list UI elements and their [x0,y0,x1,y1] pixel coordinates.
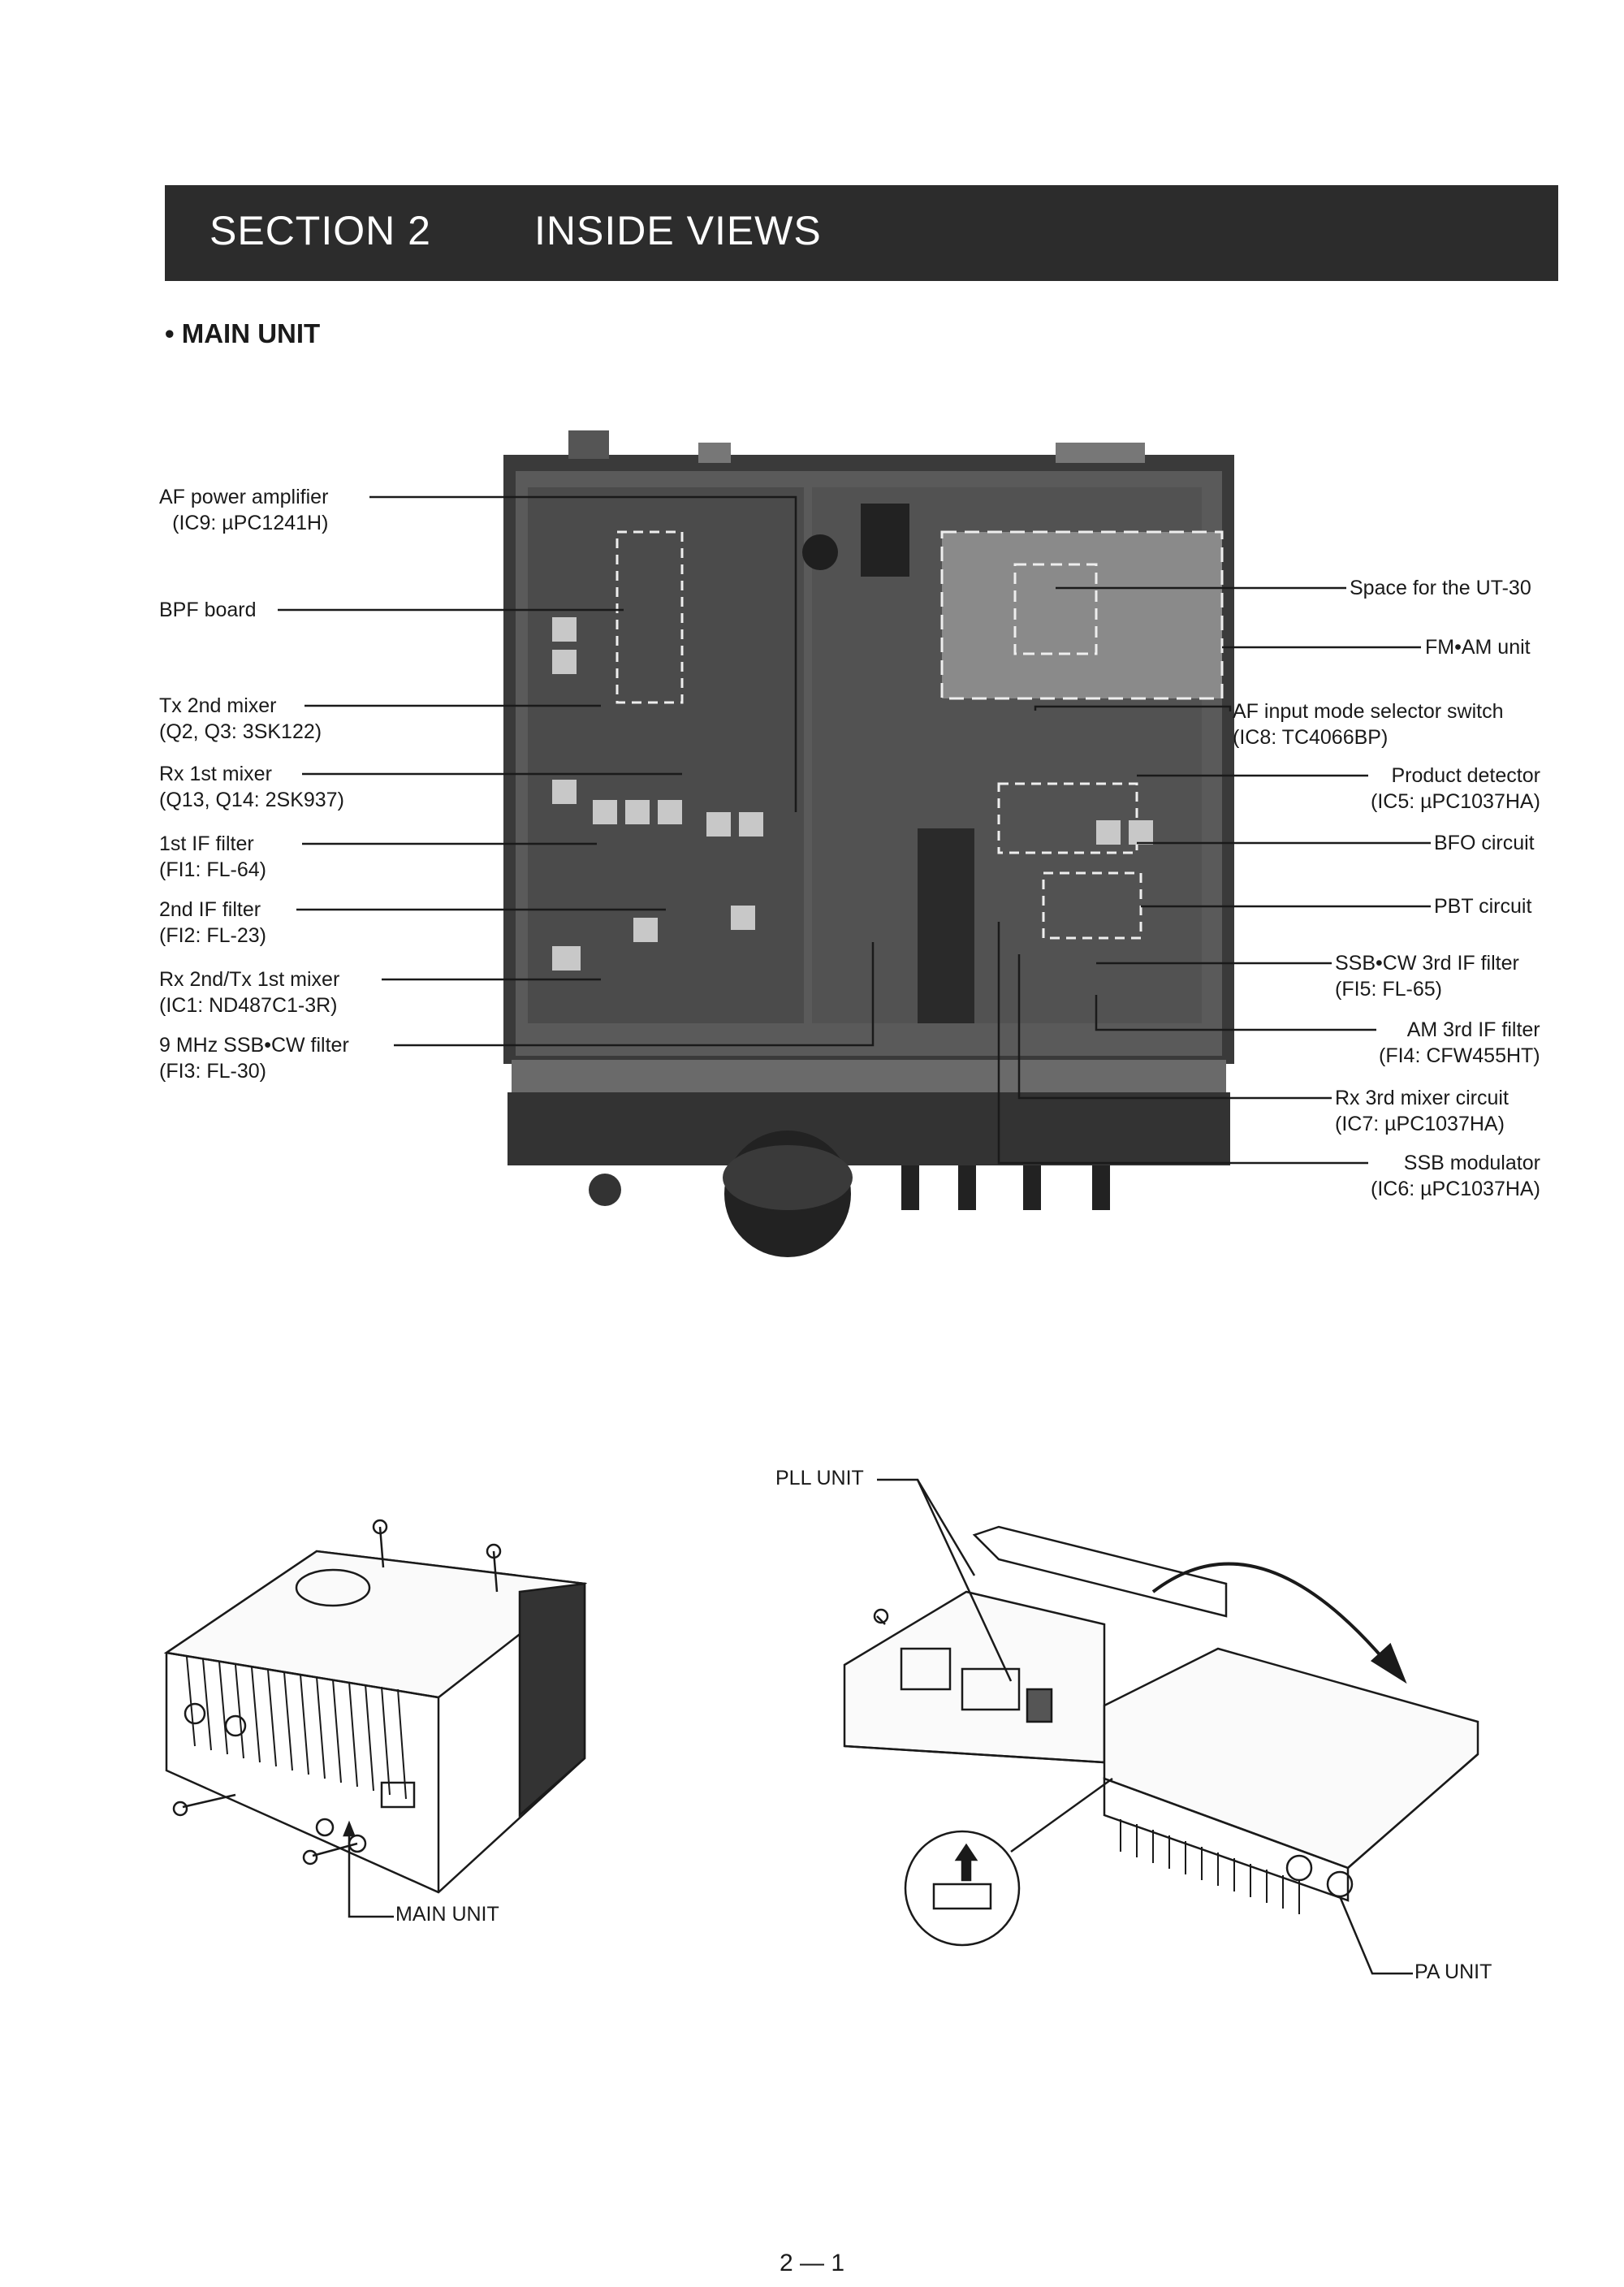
main-unit-heading: • MAIN UNIT [165,318,321,348]
label-af-input-mode-selector: AF input mode selector switch(IC8: TC406… [1233,700,1504,749]
page-number: 2 — 1 [779,2250,845,2276]
label-bpf-board: BPF board [159,599,257,621]
main-unit-callout: MAIN UNIT [395,1903,499,1926]
label-rx-2nd-tx-1st-mixer: Rx 2nd/Tx 1st mixer(IC1: ND487C1-3R) [159,968,340,1017]
main-unit-photo [503,430,1234,1257]
label-rx-1st-mixer: Rx 1st mixer(Q13, Q14: 2SK937) [159,763,344,811]
section-header-bar [165,185,1558,281]
label-pbt-circuit: PBT circuit [1434,895,1532,918]
section-number: SECTION 2 [209,208,431,253]
label-9mhz-ssb-cw-filter: 9 MHz SSB•CW filter(FI3: FL-30) [159,1034,349,1083]
section-title: INSIDE VIEWS [534,208,822,253]
label-product-detector: Product detector(IC5: µPC1037HA) [1371,764,1540,813]
label-am-3rd-if-filter: AM 3rd IF filter(FI4: CFW455HT) [1379,1018,1540,1067]
label-tx-2nd-mixer: Tx 2nd mixer(Q2, Q3: 3SK122) [159,694,322,743]
leader-lines-right [997,586,1431,1165]
label-1st-if-filter: 1st IF filter(FI1: FL-64) [159,832,266,881]
label-2nd-if-filter: 2nd IF filter(FI2: FL-23) [159,898,266,947]
label-fm-am-unit: FM•AM unit [1425,636,1531,659]
leader-lines-left [278,495,875,1047]
pll-pa-unit-drawing [843,1478,1479,1975]
label-space-ut30: Space for the UT-30 [1350,577,1531,599]
label-bfo-circuit: BFO circuit [1434,832,1535,854]
pa-unit-callout: PA UNIT [1415,1961,1492,1983]
label-ssb-cw-3rd-if-filter: SSB•CW 3rd IF filter(FI5: FL-65) [1335,952,1519,1001]
label-rx-3rd-mixer: Rx 3rd mixer circuit(IC7: µPC1037HA) [1335,1087,1509,1135]
pll-unit-callout: PLL UNIT [775,1467,864,1489]
main-unit-chassis-drawing [163,1519,588,1918]
label-af-power-amplifier: AF power amplifier(IC9: µPC1241H) [159,486,329,534]
label-ssb-modulator: SSB modulator(IC6: µPC1037HA) [1371,1152,1540,1200]
